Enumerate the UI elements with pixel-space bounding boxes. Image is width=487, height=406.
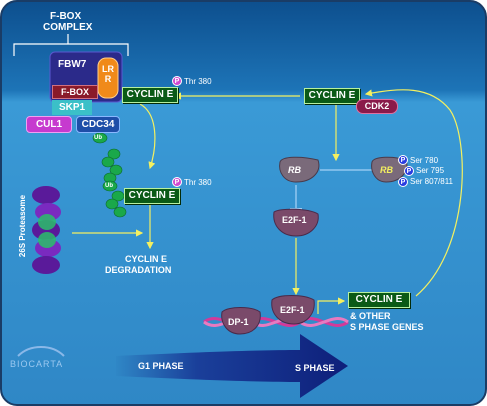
arrow-feedback-loop bbox=[364, 89, 463, 297]
cyclin-e-ubiquitinated: CYCLIN E bbox=[124, 188, 180, 204]
phospho-thr380-icon-2: P bbox=[172, 177, 182, 187]
skp1-block: SKP1 bbox=[52, 100, 92, 115]
lrr-block bbox=[97, 57, 119, 99]
cdc34-block: CDC34 bbox=[76, 116, 120, 133]
e2f1-protein-icon bbox=[273, 208, 319, 237]
cyclin-e-complex: CYCLIN E bbox=[122, 87, 178, 103]
arrow-complex-to-cyclin bbox=[139, 103, 156, 170]
biocarta-logo: BIOCARTA bbox=[10, 359, 64, 369]
other-genes-line1: & OTHER bbox=[350, 311, 391, 321]
degradation-line1: CYCLIN E bbox=[125, 254, 168, 264]
fbw7-label: FBW7 bbox=[58, 59, 87, 70]
ub-label-chain: Ub bbox=[105, 183, 113, 189]
lrr-label: LRR bbox=[102, 64, 114, 84]
ub-tag-icon-2 bbox=[102, 180, 118, 192]
cyclin-e-gene: CYCLIN E bbox=[348, 292, 410, 308]
fbox-block: F-BOX bbox=[52, 85, 98, 99]
cul1-block: CUL1 bbox=[26, 116, 72, 133]
dp1-protein-icon bbox=[221, 307, 261, 335]
complex-title-line2: COMPLEX bbox=[43, 22, 93, 33]
rb-phospho-label: RB bbox=[380, 165, 393, 175]
rb-phospho-protein-icon bbox=[371, 156, 408, 183]
thr380-label: Thr 380 bbox=[184, 77, 212, 86]
phospho-thr380-icon: P bbox=[172, 76, 182, 86]
e2f1-bound-protein-icon bbox=[271, 295, 315, 325]
e2f1-bound-label: E2F-1 bbox=[280, 305, 305, 315]
phospho-ser807-icon: P bbox=[398, 177, 408, 187]
degradation-line2: DEGRADATION bbox=[105, 265, 172, 275]
other-genes-line2: S PHASE GENES bbox=[350, 322, 424, 332]
s-phase-label: S PHASE bbox=[295, 363, 335, 373]
g1-phase-label: G1 PHASE bbox=[138, 361, 184, 371]
e2f1-label: E2F-1 bbox=[282, 215, 307, 225]
phase-arrow bbox=[116, 334, 348, 398]
ser807-label: Ser 807/811 bbox=[410, 177, 453, 186]
proteasome-icon bbox=[32, 186, 61, 274]
cyclin-e-cdk2: CYCLIN E bbox=[304, 88, 360, 104]
ser780-label: Ser 780 bbox=[410, 156, 439, 165]
rb-label: RB bbox=[288, 165, 301, 175]
ser795-label: Ser 795 bbox=[416, 166, 445, 175]
ub-tag-icon bbox=[92, 132, 108, 144]
cdk2-block: CDK2 bbox=[356, 99, 398, 114]
phospho-ser780-icon: P bbox=[398, 155, 408, 165]
dp1-label: DP-1 bbox=[228, 317, 249, 327]
logo-swoosh bbox=[17, 346, 65, 357]
phospho-ser795-icon: P bbox=[404, 166, 414, 176]
complex-bracket bbox=[13, 43, 129, 56]
arrow-to-genes bbox=[317, 297, 346, 314]
ubiquitin-chain bbox=[101, 148, 127, 218]
proteasome-label: 26S Proteasome bbox=[18, 194, 28, 258]
complex-title-line1: F-BOX bbox=[50, 11, 82, 22]
ub-label-top: Ub bbox=[94, 135, 102, 141]
thr380-label-2: Thr 380 bbox=[184, 178, 212, 187]
rb-protein-icon bbox=[279, 156, 320, 183]
